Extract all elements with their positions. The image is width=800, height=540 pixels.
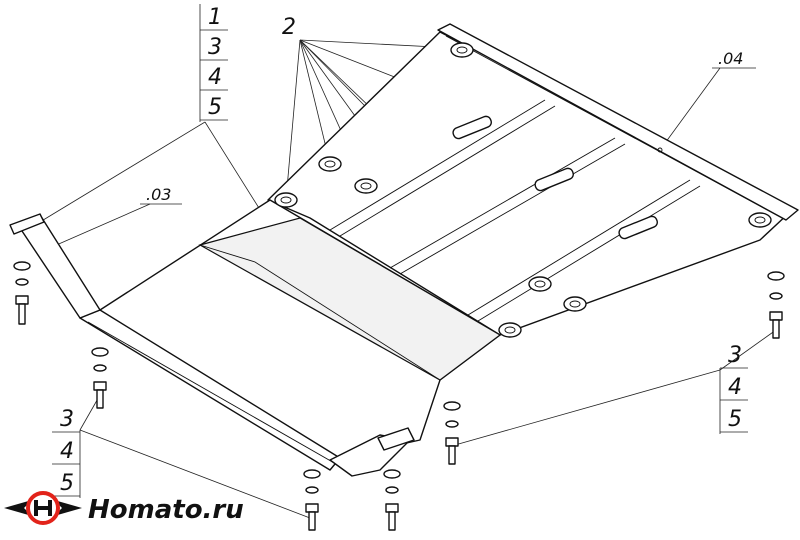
fastener-stacks xyxy=(13,261,785,531)
fastener-stack-front-right xyxy=(383,469,401,531)
callout-3: 3 xyxy=(208,35,222,60)
mounted-bolts xyxy=(274,42,772,338)
bolt-head xyxy=(528,276,552,292)
fastener-stack-front-center xyxy=(303,469,321,531)
callout-right-4: 4 xyxy=(728,375,742,400)
homato-wing-logo-icon xyxy=(4,491,82,525)
callout-part-03: .03 xyxy=(140,185,182,205)
homato-logo: Homato.ru xyxy=(4,491,244,525)
fastener-stack-left xyxy=(13,261,31,325)
logo-text: Homato.ru xyxy=(88,495,244,525)
bolt-head xyxy=(748,212,772,228)
callout-right-3: 3 xyxy=(728,343,742,368)
callout-right-5: 5 xyxy=(728,407,742,432)
cross-member-04 xyxy=(437,23,799,221)
bolt-head xyxy=(274,192,298,208)
callout-bottom-4: 4 xyxy=(60,439,74,464)
fastener-stack-mid-right xyxy=(443,401,461,465)
callout-04-label: .04 xyxy=(718,49,743,68)
callout-5: 5 xyxy=(208,95,222,120)
bolt-head xyxy=(498,322,522,338)
callout-right-stack: 3 4 5 xyxy=(719,343,748,434)
callout-4: 4 xyxy=(208,65,222,90)
callout-left-stack: 1 3 4 5 xyxy=(199,4,228,122)
bolt-head xyxy=(318,156,342,172)
fastener-stack-right xyxy=(767,271,785,339)
callout-bottom-stack: 3 4 5 xyxy=(52,407,81,498)
callout-03-label: .03 xyxy=(146,185,171,204)
fastener-stack-front-left xyxy=(91,347,109,409)
bolt-head xyxy=(450,42,474,58)
callout-bottom-5: 5 xyxy=(60,471,74,496)
callout-2: 2 xyxy=(282,15,296,40)
skid-plate xyxy=(9,31,791,477)
bolt-head xyxy=(354,178,378,194)
callout-1: 1 xyxy=(208,5,222,30)
bolt-head xyxy=(563,296,587,312)
callout-bottom-3: 3 xyxy=(60,407,74,432)
callout-part-04: .04 xyxy=(712,49,756,69)
